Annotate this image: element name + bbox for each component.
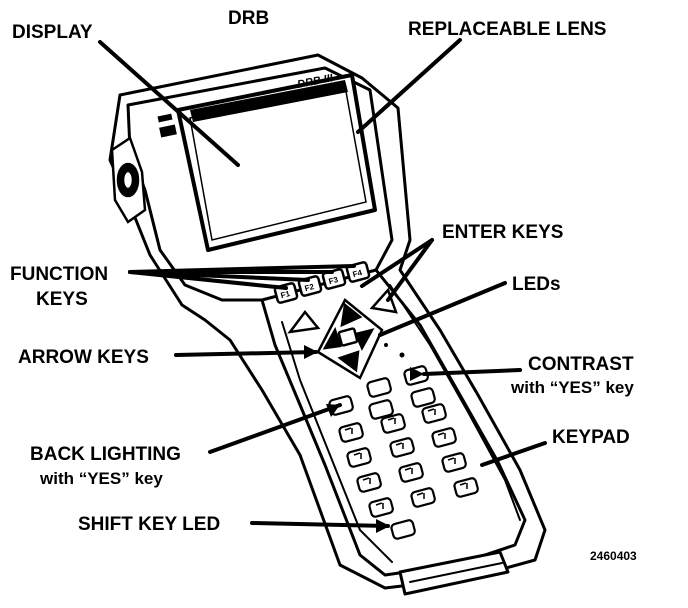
enter-keys-leader-2 [386, 238, 434, 302]
replaceable-lens-label: REPLACEABLE LENS [408, 19, 606, 40]
keypad-key[interactable] [410, 487, 436, 508]
diagram-title: DRB [228, 8, 269, 29]
function-keys-label-line2: KEYS [36, 289, 88, 310]
back-lighting-leader [208, 403, 342, 454]
keypad-leader [480, 441, 547, 467]
keypad-key[interactable] [380, 413, 406, 434]
contrast-label-line1: CONTRAST [528, 354, 634, 375]
display-leader [98, 40, 240, 167]
keypad-glyphs [344, 408, 468, 509]
arrow-right-key[interactable] [354, 328, 375, 351]
arrow-keys-leader [174, 350, 318, 357]
back-lighting-label-line2: with “YES” key [39, 469, 163, 488]
arrow-left-key[interactable] [322, 326, 342, 350]
display-label: DISPLAY [12, 22, 93, 43]
shift-key[interactable] [390, 519, 416, 540]
keypad-key[interactable] [389, 437, 415, 458]
keypad-key[interactable] [356, 472, 382, 493]
keypad-key[interactable] [366, 377, 392, 398]
arrow-up-key[interactable] [340, 302, 363, 328]
handle-rim-line-right [389, 284, 521, 521]
keypad-key[interactable] [421, 403, 447, 424]
contrast-leader [422, 368, 522, 376]
connector-line [409, 562, 503, 583]
leader-lines [98, 38, 547, 528]
enter-keys-label: ENTER KEYS [442, 222, 563, 243]
function-key-1-label: F1 [280, 289, 292, 300]
enter-keys-leader-1 [360, 238, 434, 288]
figure-number: 2460403 [590, 549, 637, 563]
keypad-key[interactable] [338, 422, 364, 443]
lens-leader [356, 38, 462, 134]
keypad-label: KEYPAD [552, 427, 630, 448]
display-screen: DRB III [176, 72, 377, 252]
arrow-center-key[interactable] [337, 327, 359, 347]
arrow-keys-label: ARROW KEYS [18, 347, 149, 368]
contrast-label-line2: with “YES” key [510, 378, 634, 397]
function-key-4-label: F4 [352, 268, 364, 279]
brand-logo [157, 113, 177, 138]
leds-leader [378, 281, 507, 337]
keypad-key[interactable] [398, 462, 424, 483]
enter-key-left[interactable] [287, 309, 321, 334]
arrow-keys [316, 298, 384, 380]
function-keys-label-line1: FUNCTION [10, 264, 108, 285]
shift-key-leader [250, 521, 390, 528]
function-keys-leader-4 [128, 264, 356, 274]
keypad-key[interactable] [368, 399, 394, 420]
keypad-key[interactable] [431, 427, 457, 448]
back-lighting-label-line1: BACK LIGHTING [30, 444, 181, 465]
side-connector [110, 136, 147, 224]
leds-label: LEDs [512, 274, 561, 295]
keypad-key[interactable] [346, 447, 372, 468]
handle-rim-line [281, 321, 393, 563]
function-key-2-label: F2 [304, 282, 316, 293]
keypad-key[interactable] [410, 387, 436, 408]
led-2 [384, 343, 388, 347]
arrow-down-key[interactable] [337, 350, 360, 373]
led-3 [399, 352, 405, 358]
leader-arrowheads [304, 345, 424, 533]
shift-key-led-label: SHIFT KEY LED [78, 514, 220, 535]
keypad-key[interactable] [368, 497, 394, 518]
function-key-3-label: F3 [328, 275, 340, 286]
keypad-key[interactable] [441, 452, 467, 473]
keypad-key[interactable] [453, 477, 479, 498]
